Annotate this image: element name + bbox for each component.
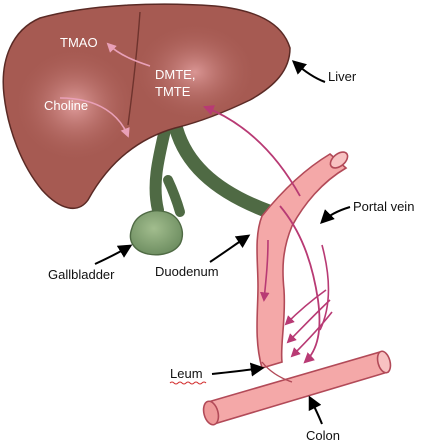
arrow-pointer-icon (308, 395, 323, 425)
arrow-pointer-icon (94, 244, 133, 265)
bile-duct (149, 121, 277, 219)
pathway-arrows (59, 42, 333, 364)
label-portal-vein: Portal vein (353, 199, 414, 214)
arrow-pointer-icon (211, 362, 265, 377)
pathway-arrow-icon (202, 105, 301, 197)
pathway-arrow-icon (286, 299, 331, 344)
label-dmte: DMTE, (155, 67, 195, 82)
label-tmao: TMAO (60, 35, 98, 50)
pathway-arrow-icon (284, 289, 327, 326)
pathway-arrow-icon (290, 311, 333, 358)
label-choline: Choline (44, 98, 88, 113)
label-duodenum: Duodenum (155, 264, 219, 279)
liver (2, 3, 291, 210)
pathway-arrow-icon (106, 42, 151, 67)
spellcheck-underline (169, 381, 207, 385)
label-tmte: TMTE (155, 84, 191, 99)
label-gallbladder: Gallbladder (48, 267, 115, 282)
pointer-arrows (94, 60, 351, 425)
pathway-arrow-icon (259, 239, 270, 302)
gallbladder-organ (129, 210, 184, 256)
pathway-arrow-icon (59, 97, 130, 138)
label-liver: Liver (328, 69, 357, 84)
pathway-arrow-icon (279, 205, 321, 364)
arrow-pointer-icon (209, 234, 251, 263)
arrow-pointer-icon (320, 206, 351, 224)
label-colon: Colon (306, 428, 340, 443)
arrow-pointer-icon (291, 60, 326, 83)
intestine (202, 151, 392, 426)
label-leum: Leum (170, 366, 203, 381)
